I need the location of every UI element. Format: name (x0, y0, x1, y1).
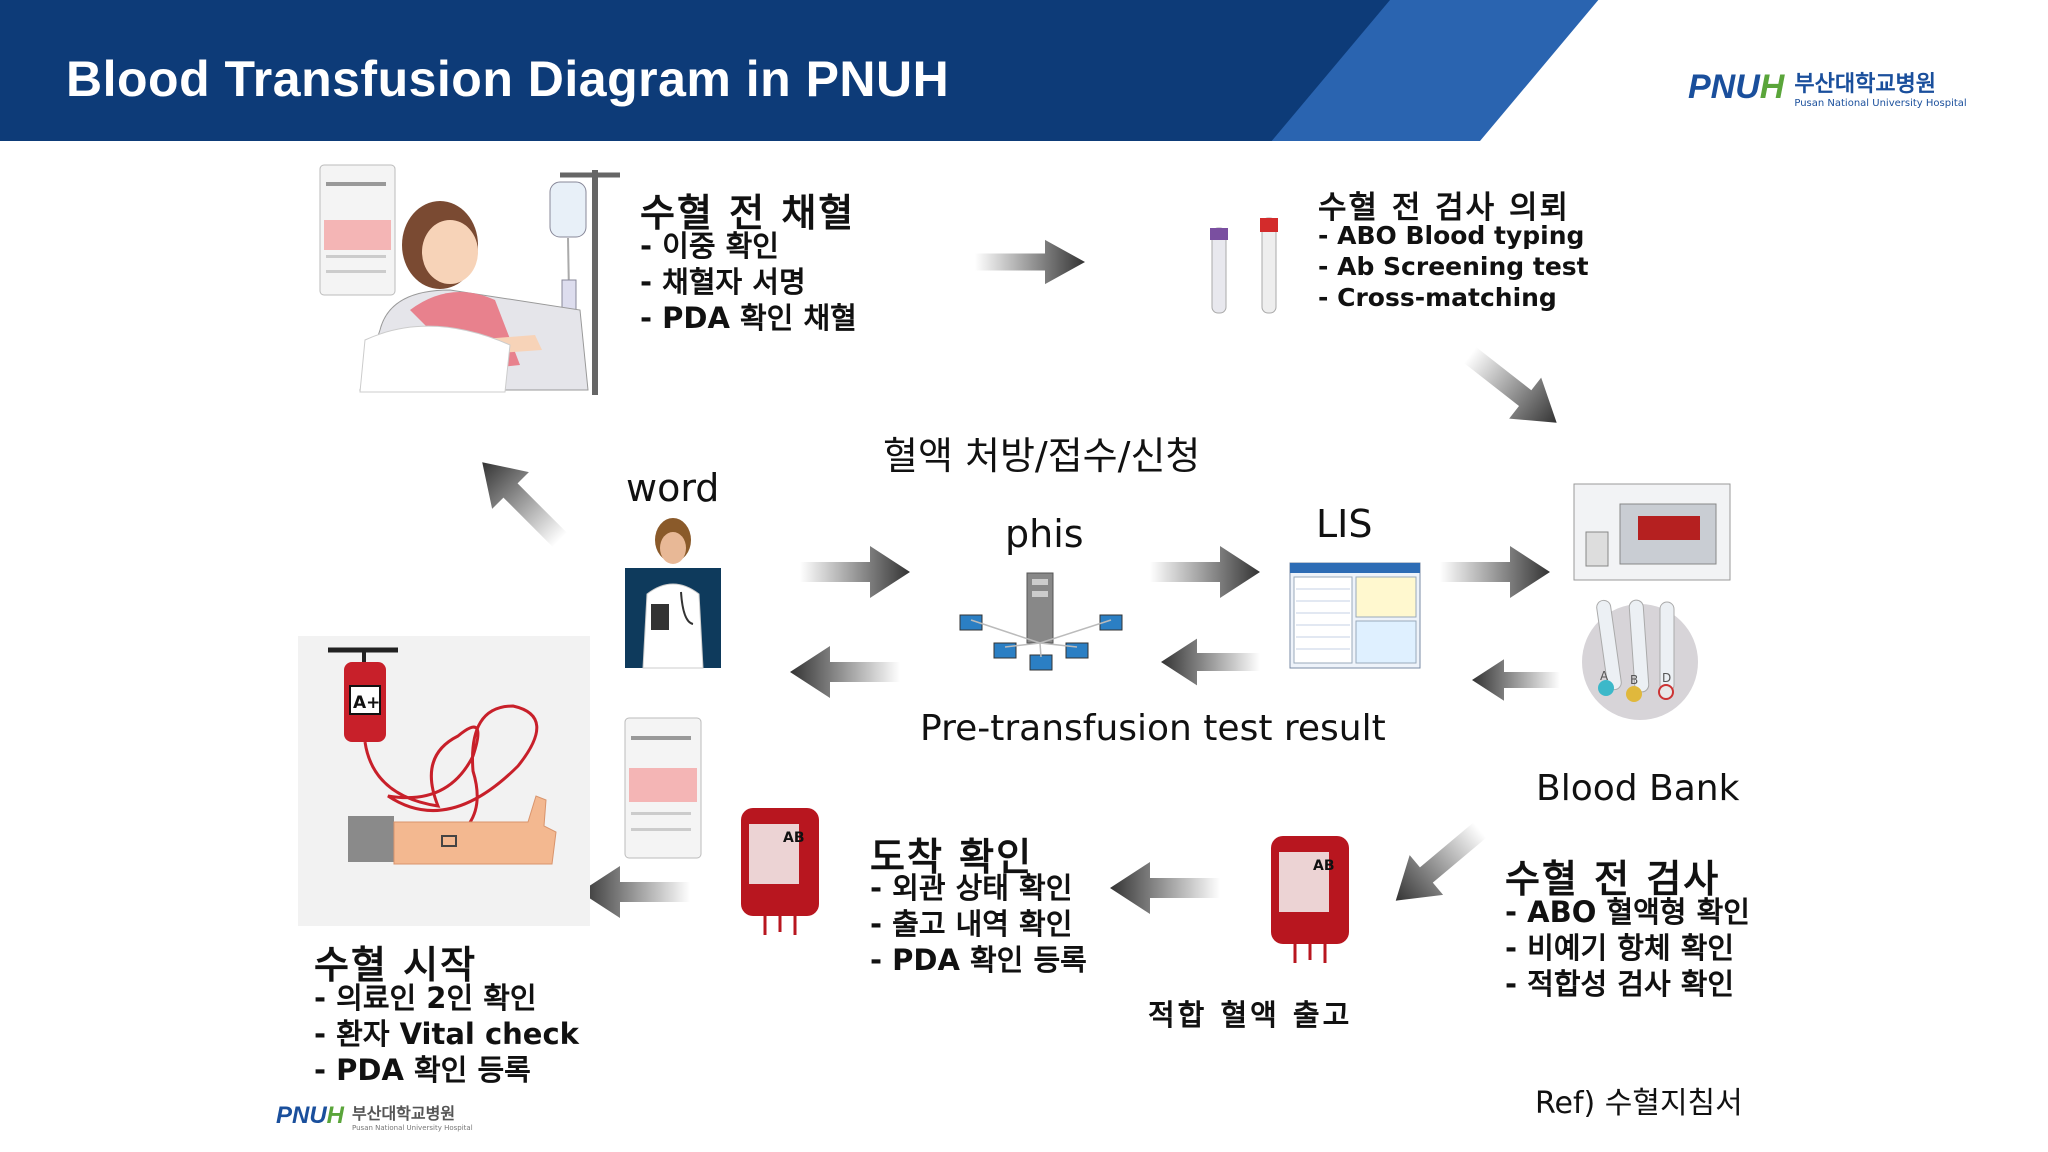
arrival-check-item: 출고 내역 확인 (870, 906, 1087, 942)
tube-letter: B (1630, 673, 1638, 687)
pre-test-item: 비예기 항체 확인 (1505, 930, 1750, 966)
arrow-to-arrival (1110, 862, 1220, 914)
arrow-release (1379, 810, 1497, 921)
transfusion-start-list: 의료인 2인 확인 환자 Vital check PDA 확인 등록 (314, 980, 579, 1088)
arrow-to-start (580, 866, 690, 918)
bag-ab-label: AB (783, 830, 805, 846)
pre-collection-list: 이중 확인 채혈자 서명 PDA 확인 채혈 (640, 228, 857, 336)
arrow-phis-lis (1150, 546, 1260, 598)
pre-collection-item: 이중 확인 (640, 228, 857, 264)
pre-test-request-list: ABO Blood typing Ab Screening test Cross… (1318, 220, 1589, 313)
pre-collection-item: 채혈자 서명 (640, 264, 857, 300)
arrow-to-analyzer (1453, 334, 1573, 444)
arrow-result-to-word (790, 646, 900, 698)
footer-logo-english: Pusan National University Hospital (352, 1124, 473, 1132)
lis-label: LIS (1316, 502, 1373, 546)
pre-collection-item: PDA 확인 채혈 (640, 300, 857, 336)
header-bar: Blood Transfusion Diagram in PNUH (0, 0, 2048, 141)
lis-screen-icon (1289, 562, 1421, 669)
footer-logo-korean: 부산대학교병원 (352, 1104, 456, 1123)
pre-test-request-item: Ab Screening test (1318, 251, 1589, 282)
ab-blood-bag-icon-2: AB (1271, 836, 1349, 963)
blood-tubes-icon (1210, 217, 1278, 314)
compatible-release-label: 적합 혈액 출고 (1148, 998, 1353, 1032)
transfusion-start-item: 의료인 2인 확인 (314, 980, 579, 1016)
arrival-check-item: 외관 상태 확인 (870, 870, 1087, 906)
bag-a-label: A+ (353, 693, 380, 713)
logo-english: Pusan National University Hospital (1794, 98, 1967, 109)
pre-test-item: 적합성 검사 확인 (1505, 966, 1750, 1002)
arrow-result-to-phis (1161, 638, 1260, 686)
phis-label: phis (1005, 512, 1084, 556)
phis-network-icon (959, 572, 1123, 671)
tube-letter: D (1662, 671, 1671, 685)
logo-mark: PNU (1688, 68, 1760, 106)
footer-logo-mark-h: H (326, 1102, 345, 1129)
patient-bed-illustration (319, 164, 620, 395)
arrow-to-request (975, 239, 1085, 285)
transfusion-heart-illustration: A+ (298, 636, 590, 926)
arrow-word-phis (800, 546, 910, 598)
pre-test-item: ABO 혈액형 확인 (1505, 894, 1750, 930)
ab-blood-bag-icon: AB (741, 808, 819, 935)
analyzer-machine-icon (1573, 483, 1731, 581)
pre-transfusion-result-label: Pre-transfusion test result (920, 708, 1386, 749)
arrival-check-list: 외관 상태 확인 출고 내역 확인 PDA 확인 등록 (870, 870, 1087, 978)
pre-test-request-item: Cross-matching (1318, 282, 1589, 313)
blood-bank-tubes-icon: A B D (1582, 599, 1698, 720)
prescription-label: 혈액 처방/접수/신청 (883, 434, 1201, 478)
reference-label: Ref) 수혈지침서 (1535, 1086, 1743, 1121)
doctor-icon (625, 518, 721, 669)
page-title: Blood Transfusion Diagram in PNUH (66, 51, 950, 107)
word-label: word (626, 466, 720, 510)
bag-ab-label: AB (1313, 858, 1335, 874)
logo-korean: 부산대학교병원 (1794, 72, 1937, 97)
footer-logo-mark: PNU (276, 1102, 327, 1129)
pre-test-request-item: ABO Blood typing (1318, 220, 1589, 251)
arrow-to-collection (463, 443, 579, 559)
logo-mark-h: H (1759, 68, 1785, 106)
pda-screen-icon-2 (624, 717, 702, 859)
arrival-check-item: PDA 확인 등록 (870, 942, 1087, 978)
arrow-result-to-lis (1472, 659, 1560, 701)
hospital-logo: PNUH 부산대학교병원 Pusan National University H… (1688, 66, 1967, 109)
transfusion-start-item: 환자 Vital check (314, 1016, 579, 1052)
arrow-lis-analyzer (1440, 546, 1550, 598)
tube-letter: A (1600, 669, 1609, 683)
footer-hospital-logo: PNUH 부산대학교병원 Pusan National University H… (276, 1100, 473, 1132)
pre-test-list: ABO 혈액형 확인 비예기 항체 확인 적합성 검사 확인 (1505, 894, 1750, 1002)
transfusion-start-item: PDA 확인 등록 (314, 1052, 579, 1088)
blood-bank-label: Blood Bank (1536, 768, 1740, 809)
